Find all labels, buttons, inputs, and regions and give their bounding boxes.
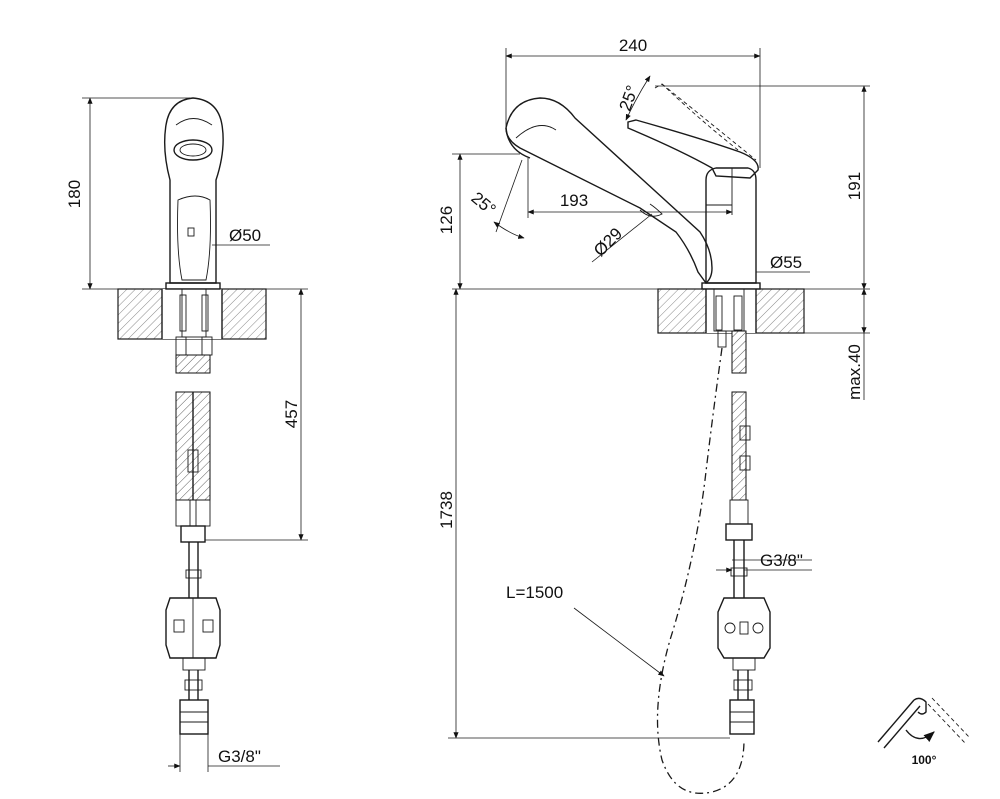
rotation-label: 100° — [912, 753, 937, 767]
dim-diameter-50: Ø50 — [229, 226, 261, 245]
left-front-view: 180 Ø50 457 G3/8" — [65, 97, 308, 772]
dim-hose-length: L=1500 — [506, 583, 563, 602]
dim-diameter-55: Ø55 — [770, 253, 802, 272]
faucet-body-side — [701, 167, 761, 290]
hose-right-upper — [731, 330, 747, 374]
dim-diameter-29: Ø29 — [590, 224, 626, 260]
dim-angle-spout: 25° — [468, 188, 500, 219]
shank-right — [713, 288, 745, 348]
connector-right — [729, 699, 755, 735]
dim-191: 191 — [845, 172, 864, 200]
dim-126: 126 — [437, 206, 456, 234]
dim-max-40: max.40 — [845, 344, 864, 400]
faucet-body-front — [163, 97, 224, 290]
dim-180: 180 — [65, 180, 84, 208]
dim-thread-right: G3/8" — [760, 551, 803, 570]
right-side-view: 240 25° 191 max.40 126 25° 193 Ø29 Ø55 — [437, 36, 870, 794]
dim-240: 240 — [619, 36, 647, 55]
pull-out-hose-path — [656, 347, 745, 794]
dim-angle-lever: 25° — [616, 83, 643, 114]
connector-left — [179, 699, 209, 735]
rotation-100-icon: 100° — [877, 697, 971, 767]
dim-thread-left: G3/8" — [218, 747, 261, 766]
dim-193: 193 — [560, 191, 588, 210]
pull-out-spout — [505, 97, 713, 285]
lever-handle — [627, 83, 870, 179]
dim-1738: 1738 — [437, 491, 456, 529]
valve-block-left — [165, 597, 221, 671]
hose-right-lower — [731, 391, 747, 501]
hose-left-upper — [175, 354, 211, 374]
dim-457: 457 — [282, 400, 301, 428]
valve-block-right — [717, 597, 771, 671]
